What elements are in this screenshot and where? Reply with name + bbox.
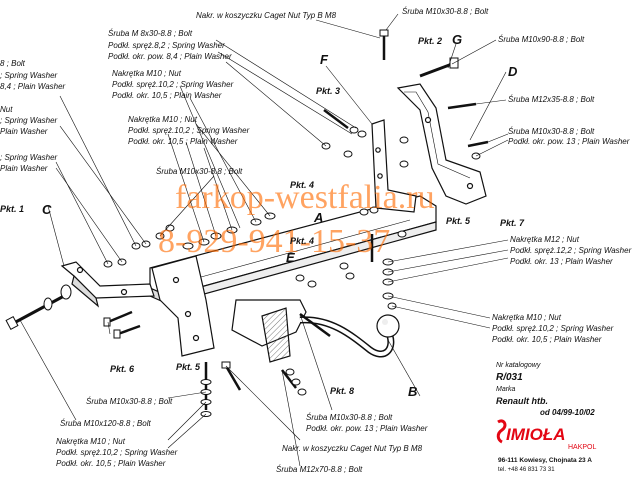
label-plain-105-bl: Podkł. okr. 10,5 ; Plain Washer [56, 459, 166, 468]
fasteners-plate-f [321, 109, 409, 238]
pkt-4: Pkt. 4 [290, 180, 314, 190]
label-m10x30-low: Śruba M10x30-8.8 ; Bolt [86, 397, 173, 406]
pkt-3: Pkt. 3 [316, 86, 340, 96]
logo-sub: HAKPOL [568, 444, 597, 451]
label-m12x35: Śruba M12x35-8.8 ; Bolt [508, 95, 595, 104]
letter-c: C [42, 202, 52, 217]
label-nut-m12: Nakrętka M12 ; Nut [510, 235, 580, 244]
label-left-spring-2: ; Spring Washer [0, 116, 58, 125]
pkt-5: Pkt. 5 [446, 216, 471, 226]
label-plain-105-right: Podkł. okr. 10,5 ; Plain Washer [492, 335, 602, 344]
label-plain-13-bottom: Podkł. okr. pow. 13 ; Plain Washer [306, 424, 428, 433]
label-m12x70: Śruba M12x70-8.8 ; Bolt [276, 465, 363, 474]
logo-hook-icon [496, 419, 507, 444]
label-spring-102-b: Podkł. spręż.10,2 ; Spring Washer [128, 126, 250, 135]
catalog-value: R/031 [496, 372, 523, 383]
label-plain-105-b: Podkł. okr. 10,5 ; Plain Washer [128, 137, 238, 146]
logo-graphic: IMIOŁA HAKPOL 96-111 Kowiesy, Chojnata 2… [496, 419, 597, 473]
nuts-m12-right [370, 234, 397, 310]
bolt-m10x120 [5, 284, 72, 330]
label-left-spring-3: ; Spring Washer [0, 153, 58, 162]
label-nut-m10-right: Nakrętka M10 ; Nut [492, 313, 562, 322]
bolts-lower-left [103, 310, 141, 339]
brand-label: Marka [496, 386, 516, 393]
label-nut-m10-bl: Nakrętka M10 ; Nut [56, 437, 126, 446]
pkt-8: Pkt. 8 [330, 386, 354, 396]
main-crossbar [149, 195, 437, 305]
catalog-label: Nr katalogowy [496, 362, 541, 369]
label-left-plain-3: Plain Washer [0, 164, 48, 173]
label-cage-nut-bottom: Nakr. w koszyczku Caget Nut Typ B M8 [282, 444, 423, 453]
label-left-plain-2: Plain Washer [0, 127, 48, 136]
label-plain-13-right: Podkł. okr. pow. 13 ; Plain Washer [508, 137, 630, 146]
label-m10x30-bottom: Śruba M10x30-8.8 ; Bolt [306, 413, 393, 422]
label-spring-122: Podkł. spręż.12,2 ; Spring Washer [510, 246, 632, 255]
label-m10x30-top: Śruba M10x30-8.8 ; Bolt [402, 7, 489, 16]
fasteners-point-e [295, 262, 355, 338]
left-arm-c [60, 261, 155, 308]
logo-address: 96-111 Kowiesy, Chojnata 23 A [498, 457, 592, 464]
left-bracket-plate [151, 255, 215, 357]
label-cage-nut-top: Nakr. w koszyczku Caget Nut Typ B M8 [196, 11, 337, 20]
letter-d: D [508, 64, 518, 79]
letter-b: B [408, 384, 417, 399]
label-left-spring-1: ; Spring Washer [0, 71, 58, 80]
production-period: od 04/99-10/02 [540, 408, 595, 417]
logo-phone: tel. +48 46 831 73 31 [498, 467, 555, 473]
hitch-mount [231, 299, 400, 363]
leader-lines [19, 13, 509, 467]
label-plain-105-a: Podkł. okr. 10,5 ; Plain Washer [112, 91, 222, 100]
label-m10x30-mid: Śruba M10x30-8.8 ; Bolt [156, 167, 243, 176]
label-left-plain-1: 8,4 ; Plain Washer [0, 82, 66, 91]
vehicle-model: Renault htb. [496, 396, 548, 406]
watermark-site: farkop-westfalia.ru [175, 179, 435, 216]
label-m10x120: Śruba M10x120-8.8 ; Bolt [60, 419, 151, 428]
letter-g: G [452, 32, 462, 47]
letter-f: F [320, 52, 329, 67]
pkt-4b: Pkt. 4 [290, 236, 314, 246]
right-arm-d [396, 83, 487, 205]
pkt-1: Pkt. 1 [0, 204, 24, 214]
label-spring-102-right: Podkł. spręż.10,2 ; Spring Washer [492, 324, 614, 333]
letter-e: E [286, 250, 295, 265]
bolts-under-bracket [200, 361, 242, 417]
watermark-phone: 8-929-941-15-37 [158, 223, 390, 260]
pkt-2: Pkt. 2 [418, 36, 442, 46]
label-left-nut: Nut [0, 105, 13, 114]
label-left-bolt-1: 8 ; Bolt [0, 59, 26, 68]
label-m8-spring: Podkł. spręż.8,2 ; Spring Washer [108, 41, 225, 50]
pkt-7: Pkt. 7 [500, 218, 525, 228]
label-nut-m10-a: Nakrętka M10 ; Nut [112, 69, 182, 78]
label-m8x30-bolt: Śruba M 8x30-8.8 ; Bolt [108, 29, 193, 38]
label-spring-102-a: Podkł. spręż.10,2 ; Spring Washer [112, 80, 234, 89]
letter-a: A [313, 210, 323, 225]
pkt-5b: Pkt. 5 [176, 362, 201, 372]
label-m8-plain: Podkł. okr. pow. 8,4 ; Plain Washer [108, 52, 232, 61]
imiola-logo: IMIOŁA HAKPOL 96-111 Kowiesy, Chojnata 2… [468, 416, 640, 476]
label-plain-13b: Podkł. okr. 13 ; Plain Washer [510, 257, 613, 266]
label-spring-102-bl: Podkł. spręż.10,2 ; Spring Washer [56, 448, 178, 457]
bolts-m12x70 [281, 368, 307, 396]
label-m10x90: Śruba M10x90-8.8 ; Bolt [498, 35, 585, 44]
callout-labels: Nakr. w koszyczku Caget Nut Typ B M8 Śru… [0, 7, 632, 474]
label-m10x30-right: Śruba M10x30-8.8 ; Bolt [508, 127, 595, 136]
pkt-6: Pkt. 6 [110, 364, 135, 374]
logo-name: IMIOŁA [506, 425, 566, 444]
label-nut-m10-b: Nakrętka M10 ; Nut [128, 115, 198, 124]
